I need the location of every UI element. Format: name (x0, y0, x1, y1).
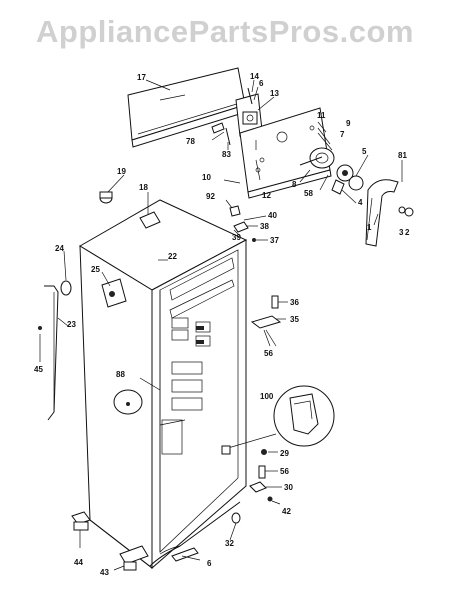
part-label-p36: 36 (290, 298, 299, 307)
part-label-p56b: 56 (280, 467, 289, 476)
part-label-p2: 2 (405, 228, 410, 237)
part-label-p6a: 6 (259, 79, 264, 88)
part-label-p38: 38 (260, 222, 269, 231)
part-label-p100: 100 (260, 392, 274, 401)
part-label-p11: 11 (317, 111, 326, 120)
part-label-p17: 17 (137, 73, 146, 82)
part-label-p35: 35 (290, 315, 299, 324)
part-label-p4: 4 (358, 198, 363, 207)
part-label-p44: 44 (74, 558, 83, 567)
part-label-p45: 45 (34, 365, 43, 374)
shelf-bracket (250, 295, 282, 347)
watermark: AppliancePartsPros.com (36, 14, 414, 49)
lower-parts (71, 449, 273, 571)
part-label-p83: 83 (222, 150, 231, 159)
part-label-p13: 13 (270, 89, 279, 98)
part-label-p7: 7 (340, 130, 345, 139)
part-label-p19: 19 (117, 167, 126, 176)
part-label-p3: 3 (399, 228, 404, 237)
detail-inset (221, 385, 335, 455)
part-label-p9: 9 (346, 119, 351, 128)
part-label-p10: 10 (202, 173, 211, 182)
part-label-p23: 23 (67, 320, 76, 329)
part-label-p12: 12 (262, 191, 271, 200)
top-hinge-items (99, 191, 256, 242)
part-label-p24: 24 (55, 244, 64, 253)
part-label-p8: 8 (292, 180, 297, 189)
part-label-p30: 30 (284, 483, 293, 492)
part-label-p5: 5 (362, 147, 367, 156)
part-label-p37: 37 (270, 236, 279, 245)
part-label-p39: 39 (232, 233, 241, 242)
side-decals (101, 278, 143, 415)
part-label-p32: 32 (225, 539, 234, 548)
door-handle (365, 160, 414, 247)
hinge-pin-assembly (38, 280, 72, 421)
part-label-p25: 25 (91, 265, 100, 274)
part-label-p42: 42 (282, 507, 291, 516)
part-label-p43: 43 (100, 568, 109, 577)
part-label-p58: 58 (304, 189, 313, 198)
part-label-p56a: 56 (264, 349, 273, 358)
part-label-p6b: 6 (207, 559, 212, 568)
part-label-p92: 92 (206, 192, 215, 201)
part-label-p40: 40 (268, 211, 277, 220)
thermostat-assembly (299, 147, 364, 195)
part-label-p29: 29 (280, 449, 289, 458)
part-label-p18: 18 (139, 183, 148, 192)
leader-lines (39, 79, 379, 571)
part-label-p81: 81 (398, 151, 407, 160)
part-label-p1: 1 (367, 223, 372, 232)
part-label-p78: 78 (186, 137, 195, 146)
part-label-p14: 14 (250, 72, 259, 81)
control-panel (239, 107, 332, 199)
part-label-p22: 22 (168, 252, 177, 261)
part-label-p88: 88 (116, 370, 125, 379)
cabinet (79, 199, 248, 570)
